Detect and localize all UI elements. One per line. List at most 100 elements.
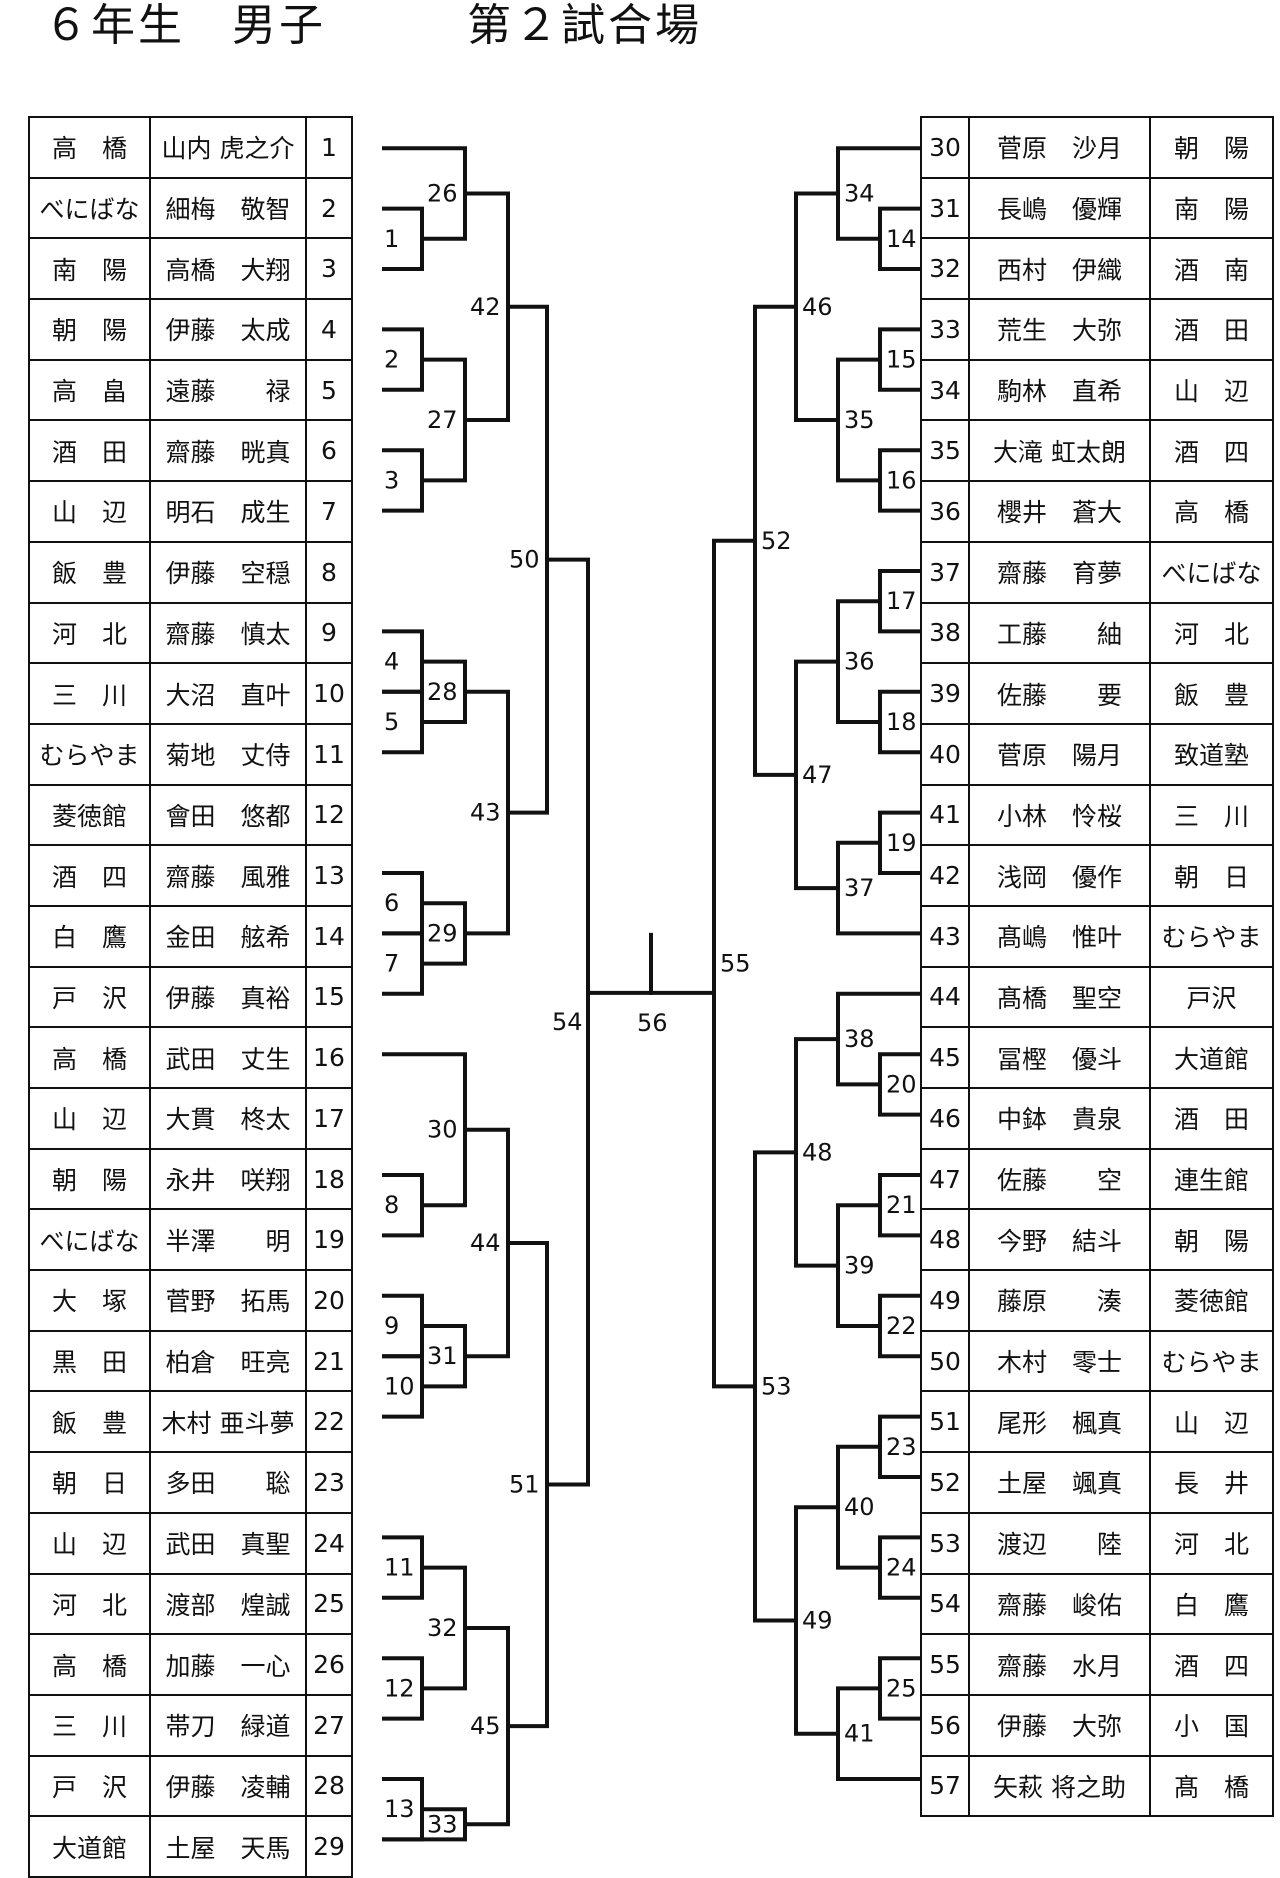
entry-name: 柏倉 旺亮 — [149, 1329, 307, 1393]
match-number: 7 — [384, 950, 399, 978]
entry-number: 25 — [305, 1572, 353, 1636]
entry-name: 尾形 楓真 — [968, 1390, 1151, 1454]
match-number: 38 — [844, 1025, 875, 1053]
entry-school: 朝 陽 — [1149, 1208, 1274, 1272]
match-number: 35 — [844, 406, 875, 434]
entry-name: 髙嶋 惟叶 — [968, 904, 1151, 968]
entry-name: 藤原 湊 — [968, 1269, 1151, 1332]
entry-school: 戸 沢 — [28, 1754, 151, 1818]
entry-number: 57 — [920, 1754, 970, 1818]
entry-school: 大道館 — [1149, 1026, 1274, 1089]
entry-school: 南 陽 — [1149, 176, 1274, 240]
page-title: ６年生 男子 第２試合場 — [44, 0, 702, 51]
entry-name: 細梅 敬智 — [149, 176, 307, 240]
entry-name: 荒生 大弥 — [968, 298, 1151, 361]
entry-school: 小 国 — [1149, 1693, 1274, 1757]
match-number: 17 — [886, 587, 917, 615]
entry-school: 高 橋 — [28, 116, 151, 179]
entry-number: 54 — [920, 1572, 970, 1636]
entry-name: 伊藤 空穏 — [149, 540, 307, 604]
entry-number: 12 — [305, 783, 353, 847]
entry-school: 酒 四 — [1149, 1633, 1274, 1696]
entry-school: 酒 田 — [28, 419, 151, 483]
match-number: 21 — [886, 1191, 917, 1219]
entry-number: 24 — [305, 1511, 353, 1575]
match-number: 25 — [886, 1674, 917, 1702]
entry-name: 菊地 丈侍 — [149, 722, 307, 786]
match-number: 19 — [886, 829, 917, 857]
match-number: 10 — [384, 1372, 415, 1400]
match-number: 49 — [802, 1606, 833, 1634]
entry-school: 山 辺 — [28, 480, 151, 543]
match-number: 5 — [384, 708, 399, 736]
entry-number: 53 — [920, 1511, 970, 1575]
match-number: 13 — [384, 1795, 415, 1823]
entry-number: 45 — [920, 1026, 970, 1089]
match-number: 4 — [384, 648, 399, 676]
match-number: 43 — [470, 799, 501, 827]
entry-name: 工藤 紬 — [968, 601, 1151, 665]
entry-school: 致道塾 — [1149, 722, 1274, 786]
entry-name: 會田 悠都 — [149, 783, 307, 847]
entry-number: 13 — [305, 844, 353, 907]
entry-number: 49 — [920, 1269, 970, 1332]
match-number: 12 — [384, 1674, 415, 1702]
entry-name: 浅岡 優作 — [968, 844, 1151, 907]
entry-name: 大滝 虹太朗 — [968, 419, 1151, 483]
entry-school: 髙 橋 — [1149, 1754, 1274, 1818]
entry-number: 14 — [305, 904, 353, 968]
entry-name: 菅野 拓馬 — [149, 1269, 307, 1332]
entry-number: 1 — [305, 116, 353, 179]
entry-school: べにばな — [1149, 540, 1274, 604]
match-number: 23 — [886, 1433, 917, 1461]
match-number: 32 — [427, 1614, 458, 1642]
entry-school: 連生館 — [1149, 1147, 1274, 1211]
entry-name: 齋藤 風雅 — [149, 844, 307, 907]
entry-school: 長 井 — [1149, 1451, 1274, 1514]
entry-name: 冨樫 優斗 — [968, 1026, 1151, 1089]
match-number: 31 — [427, 1342, 458, 1370]
match-number: 37 — [844, 874, 875, 902]
entry-number: 20 — [305, 1269, 353, 1332]
entry-school: 朝 陽 — [28, 298, 151, 361]
entry-number: 26 — [305, 1633, 353, 1696]
match-number: 26 — [427, 180, 458, 208]
match-number: 56 — [637, 1009, 668, 1037]
entry-name: 伊藤 真裕 — [149, 965, 307, 1029]
entry-number: 30 — [920, 116, 970, 179]
entry-school: 酒 南 — [1149, 237, 1274, 301]
entry-school: 河 北 — [1149, 601, 1274, 665]
match-number: 46 — [802, 293, 833, 321]
entry-school: 大道館 — [28, 1815, 151, 1878]
entry-school: 山 辺 — [28, 1511, 151, 1575]
entry-number: 47 — [920, 1147, 970, 1211]
entry-school: 朝 日 — [28, 1451, 151, 1514]
entry-number: 3 — [305, 237, 353, 301]
entry-school: 飯 豊 — [28, 540, 151, 604]
entry-name: 齋藤 水月 — [968, 1633, 1151, 1696]
entry-number: 44 — [920, 965, 970, 1029]
match-number: 34 — [844, 180, 875, 208]
match-number: 39 — [844, 1252, 875, 1280]
entry-number: 40 — [920, 722, 970, 786]
entry-name: 佐藤 空 — [968, 1147, 1151, 1211]
entry-number: 37 — [920, 540, 970, 604]
